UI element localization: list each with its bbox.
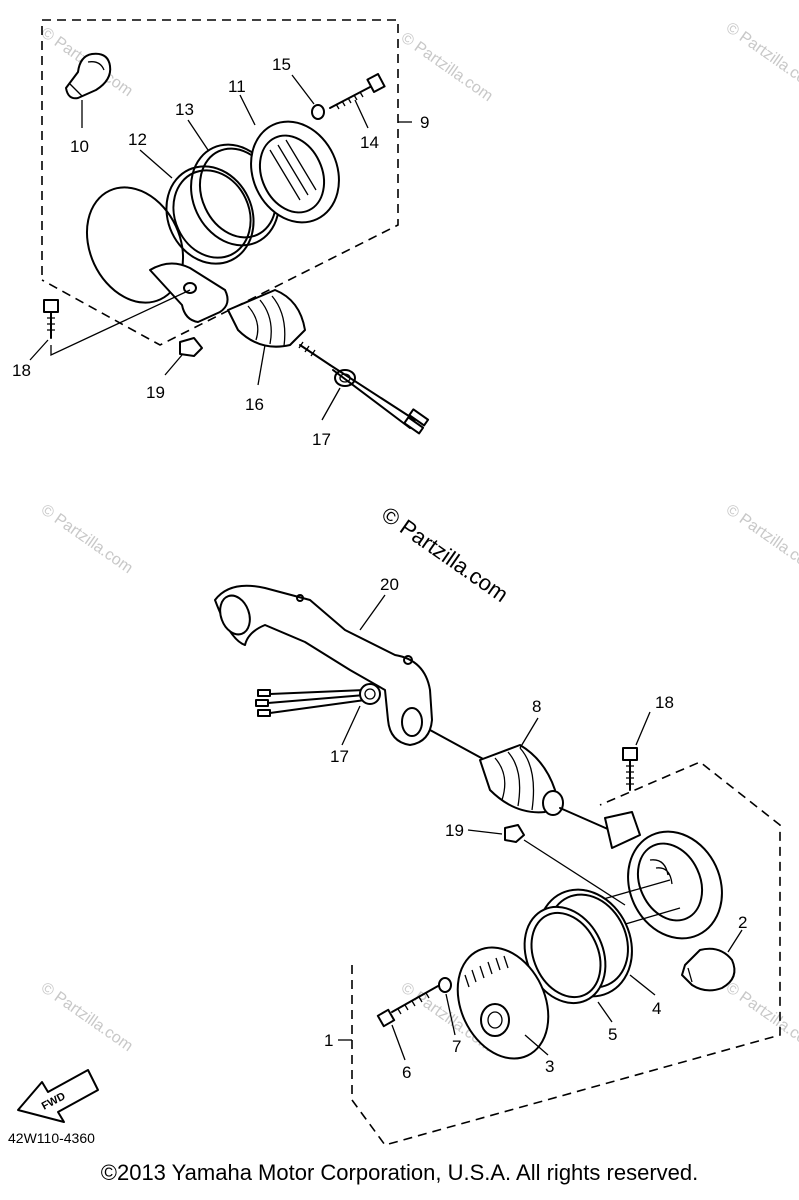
guide-line-housing [599,879,671,901]
part-label-20: 20 [380,575,399,594]
bulb-icon [681,947,736,992]
watermark: © Partzilla.com [398,29,496,105]
leader-16 [257,344,266,386]
upper-turn-signal-assembly: 9 10 11 12 13 14 15 16 17 18 19 [12,19,430,449]
lower-turn-signal-assembly: 1 2 3 4 5 6 7 8 17 18 19 20 [214,575,781,1146]
kit-outline-1 [351,761,781,1146]
lens-icon [456,946,550,1060]
lamp-housing-icon [250,120,340,224]
leader-15 [291,74,315,105]
part-label-1: 1 [324,1031,333,1050]
leader-19b [467,829,503,835]
wire-harness-icon [255,689,366,717]
part-label-7: 7 [452,1037,461,1056]
part-label-4: 4 [652,999,661,1018]
part-label-13: 13 [175,100,194,119]
mount-bracket-icon [149,262,229,323]
leader-18a-b [29,339,49,361]
leader-20 [359,594,386,631]
part-label-19: 19 [146,383,165,402]
bolt-icon [43,299,59,339]
part-label-2: 2 [738,913,747,932]
cable-to-socket [429,729,486,761]
leader-11 [239,94,256,126]
part-label-3: 3 [545,1057,554,1076]
watermark: © Partzilla.com [723,979,799,1055]
nut-icon [504,824,525,843]
leader-12 [139,149,173,179]
leader-18b [635,711,651,746]
forward-direction-arrow-icon: FWD [17,1069,99,1123]
bolt-icon [622,747,638,791]
part-label-6: 6 [402,1063,411,1082]
watermark: © Partzilla.com [38,979,136,1055]
part-label-17: 17 [330,747,349,766]
copyright-notice: ©2013 Yamaha Motor Corporation, U.S.A. A… [100,1160,699,1185]
part-label-8: 8 [532,697,541,716]
part-label-19: 19 [445,821,464,840]
washer-icon [311,104,325,120]
leader-3 [524,1034,549,1056]
part-label-17: 17 [312,430,331,449]
watermark: © Partzilla.com [723,501,799,577]
leader-17a [321,387,341,421]
leader-19a [164,354,183,376]
part-label-18: 18 [655,693,674,712]
part-label-14: 14 [360,133,379,152]
bulb-icon [65,52,112,100]
leader-17b [341,705,361,746]
leader-6 [391,1024,406,1061]
leader-2 [727,929,743,953]
screw-icon [376,985,439,1028]
grommet-icon [359,683,381,705]
part-label-16: 16 [245,395,264,414]
diagram-code: 42W110-4360 [8,1130,95,1146]
watermark: © Partzilla.com [38,501,136,577]
part-label-10: 10 [70,137,89,156]
nut-icon [179,337,203,357]
wire-harness-icon [329,364,430,435]
stay-bracket-icon [214,584,433,746]
part-label-5: 5 [608,1025,617,1044]
leader-5 [597,1001,613,1023]
part-label-9: 9 [420,113,429,132]
socket-icon [227,289,331,366]
leader-4 [629,974,656,996]
watermark: © Partzilla.com [723,19,799,95]
guide-line-19 [523,839,626,906]
leader-8 [519,717,539,749]
part-label-11: 11 [228,77,246,96]
washer-icon [438,977,452,993]
lamp-housing-icon [604,811,723,940]
part-label-15: 15 [272,55,291,74]
leader-14 [354,99,369,129]
leader-13 [187,119,209,151]
socket-icon [479,744,611,831]
leader-18a [50,289,191,357]
leader-7 [445,993,456,1036]
screw-icon [329,73,386,110]
part-label-12: 12 [128,130,147,149]
part-label-18: 18 [12,361,31,380]
